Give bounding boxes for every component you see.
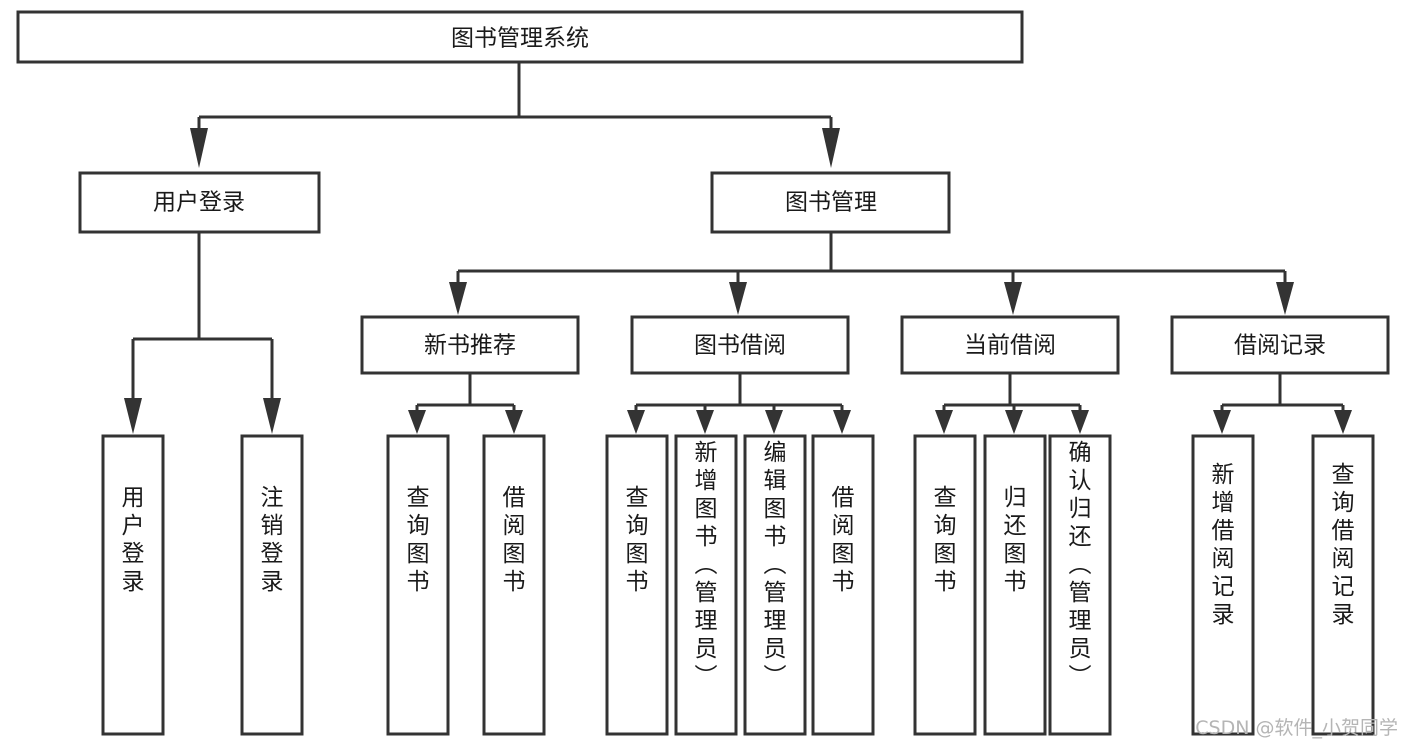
leaf-box-current-query[interactable] bbox=[913, 434, 977, 736]
node-book-borrow[interactable]: 图书借阅 bbox=[630, 315, 850, 375]
node-borrow-record[interactable]: 借阅记录 bbox=[1170, 315, 1390, 375]
leaf-node[interactable]: 确认归还︵管理员︶ bbox=[1048, 434, 1112, 736]
leaf-label-return-book: 归还图书 bbox=[1004, 485, 1027, 595]
arrow-icon-borrowrecord-leaf-1 bbox=[1213, 410, 1231, 434]
node-book-borrow-box[interactable] bbox=[630, 315, 850, 375]
leaf-box-newbook-query[interactable] bbox=[386, 434, 450, 736]
leaf-node[interactable]: 查询图书 bbox=[386, 434, 450, 736]
leaf-box-logout[interactable] bbox=[240, 434, 304, 736]
leaf-node[interactable]: 新增图书︵管理员︶ bbox=[674, 434, 738, 736]
leaf-node[interactable]: 借阅图书 bbox=[811, 434, 875, 736]
arrow-icon-userlogin-leaf-2 bbox=[263, 398, 281, 434]
node-book-management-box[interactable] bbox=[710, 171, 951, 234]
leaf-node[interactable]: 新增借阅记录 bbox=[1191, 434, 1255, 736]
node-root-box[interactable] bbox=[16, 10, 1024, 64]
leaf-node[interactable]: 归还图书 bbox=[983, 434, 1047, 736]
leaf-node[interactable]: 查询图书 bbox=[605, 434, 669, 736]
node-borrow-record-box[interactable] bbox=[1170, 315, 1390, 375]
leaf-box-add-book[interactable] bbox=[674, 434, 738, 736]
leaf-label-current-query: 查询图书 bbox=[934, 485, 957, 595]
node-user-login-box[interactable] bbox=[78, 171, 321, 234]
node-user-login-label: 用户登录 bbox=[153, 190, 245, 216]
node-current-borrow-label: 当前借阅 bbox=[964, 333, 1056, 359]
arrow-icon-root-to-userlogin bbox=[190, 128, 208, 168]
leaf-label-edit-book: 编辑图书︵管理员︶ bbox=[764, 440, 787, 690]
leaf-label-user-login: 用户登录 bbox=[122, 485, 145, 595]
arrow-icon-currentborrow-leaf-3 bbox=[1071, 410, 1089, 434]
node-root-label: 图书管理系统 bbox=[451, 26, 589, 52]
leaf-box-user-login[interactable] bbox=[101, 434, 165, 736]
arrow-icon-bookmgmt-to-newbook bbox=[449, 282, 467, 315]
arrow-icon-bookmgmt-to-record bbox=[1276, 282, 1294, 315]
leaf-label-add-record: 新增借阅记录 bbox=[1212, 462, 1235, 628]
leaf-label-newbook-query: 查询图书 bbox=[407, 485, 430, 595]
connector-layer bbox=[124, 62, 1352, 434]
node-current-borrow[interactable]: 当前借阅 bbox=[900, 315, 1120, 375]
arrow-icon-newbook-leaf-2 bbox=[505, 410, 523, 434]
arrow-icon-currentborrow-leaf-1 bbox=[935, 410, 953, 434]
leaf-box-confirm-return[interactable] bbox=[1048, 434, 1112, 736]
leaf-box-borrow-book[interactable] bbox=[811, 434, 875, 736]
arrow-icon-bookborrow-leaf-2 bbox=[696, 410, 714, 434]
leaf-box-add-record[interactable] bbox=[1191, 434, 1255, 736]
leaf-box-newbook-borrow[interactable] bbox=[482, 434, 546, 736]
arrow-icon-root-to-bookmgmt bbox=[822, 128, 840, 168]
node-current-borrow-box[interactable] bbox=[900, 315, 1120, 375]
leaf-label-borrow-book: 借阅图书 bbox=[832, 485, 855, 595]
leaf-node[interactable]: 编辑图书︵管理员︶ bbox=[743, 434, 807, 736]
leaf-label-logout: 注销登录 bbox=[261, 485, 284, 595]
node-book-borrow-label: 图书借阅 bbox=[694, 333, 786, 359]
watermark-label: CSDN @软件_小贺同学 bbox=[1195, 717, 1398, 739]
arrow-icon-newbook-leaf-1 bbox=[408, 410, 426, 434]
leaf-label-newbook-borrow: 借阅图书 bbox=[503, 485, 526, 595]
node-root[interactable]: 图书管理系统 bbox=[16, 10, 1024, 64]
leaf-node[interactable]: 借阅图书 bbox=[482, 434, 546, 736]
arrow-icon-borrowrecord-leaf-2 bbox=[1334, 410, 1352, 434]
leaf-label-borrow-query: 查询图书 bbox=[626, 485, 649, 595]
arrow-icon-bookborrow-leaf-3 bbox=[765, 410, 783, 434]
arrow-icon-currentborrow-leaf-2 bbox=[1005, 410, 1023, 434]
leaf-node[interactable]: 注销登录 bbox=[240, 434, 304, 736]
leaf-node[interactable]: 查询借阅记录 bbox=[1311, 434, 1375, 736]
leaf-node[interactable]: 查询图书 bbox=[913, 434, 977, 736]
leaf-node[interactable]: 用户登录 bbox=[101, 434, 165, 736]
arrow-icon-userlogin-leaf-1 bbox=[124, 398, 142, 434]
leaf-box-query-record[interactable] bbox=[1311, 434, 1375, 736]
node-borrow-record-label: 借阅记录 bbox=[1234, 333, 1326, 359]
leaf-label-query-record: 查询借阅记录 bbox=[1332, 462, 1355, 628]
node-new-book-recommend[interactable]: 新书推荐 bbox=[360, 315, 580, 375]
arrow-icon-bookborrow-leaf-1 bbox=[627, 410, 645, 434]
node-user-login[interactable]: 用户登录 bbox=[78, 171, 321, 234]
leaf-label-add-book: 新增图书︵管理员︶ bbox=[695, 440, 718, 690]
node-book-management[interactable]: 图书管理 bbox=[710, 171, 951, 234]
arrow-icon-bookborrow-leaf-4 bbox=[833, 410, 851, 434]
node-new-book-recommend-box[interactable] bbox=[360, 315, 580, 375]
leaf-box-return-book[interactable] bbox=[983, 434, 1047, 736]
node-book-management-label: 图书管理 bbox=[785, 190, 877, 216]
arrow-icon-bookmgmt-to-borrow bbox=[729, 282, 747, 315]
leaf-box-edit-book[interactable] bbox=[743, 434, 807, 736]
leaf-box-borrow-query[interactable] bbox=[605, 434, 669, 736]
node-new-book-recommend-label: 新书推荐 bbox=[424, 333, 516, 359]
leaf-label-confirm-return: 确认归还︵管理员︶ bbox=[1069, 440, 1092, 690]
arrow-icon-bookmgmt-to-current bbox=[1004, 282, 1022, 315]
